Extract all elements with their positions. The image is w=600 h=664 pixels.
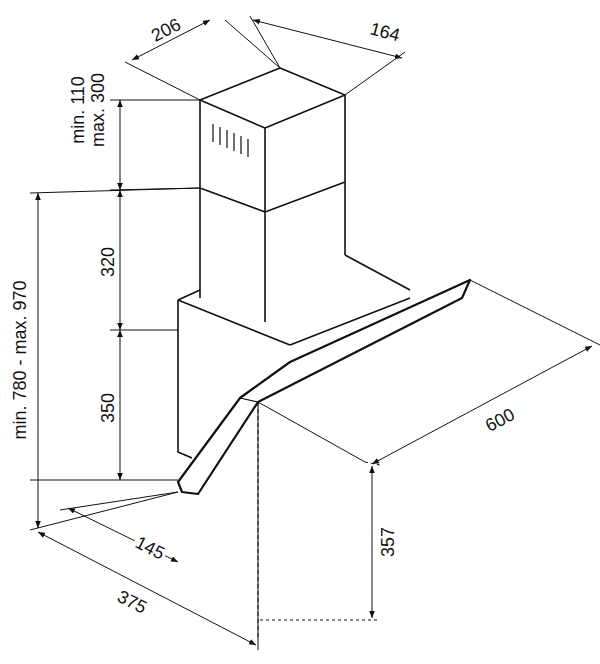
dimension-label: 357 [379,525,397,559]
chimney-top [200,68,345,128]
chimney-edges [200,95,345,322]
dimension-label: 375 [113,586,152,617]
dimension-label: min. 780 - max. 970 [11,278,29,441]
dimension-label: 206 [147,14,186,45]
body-top [290,298,410,345]
dimension-label: max. 300 [89,71,107,149]
glass-edge [240,398,258,402]
dimension-label: 600 [481,404,520,436]
vent-slots [213,124,248,157]
glass-panel [178,280,470,494]
dimension-lines [30,16,600,650]
dimension-label: 350 [99,391,117,425]
body-edges [178,255,410,458]
dimension-label: min. 110 [69,74,87,146]
dimension-label: 320 [99,245,117,279]
dimension-label: 164 [366,19,404,45]
dimension-label: 145 [131,532,170,563]
chimney-joint [200,182,345,212]
